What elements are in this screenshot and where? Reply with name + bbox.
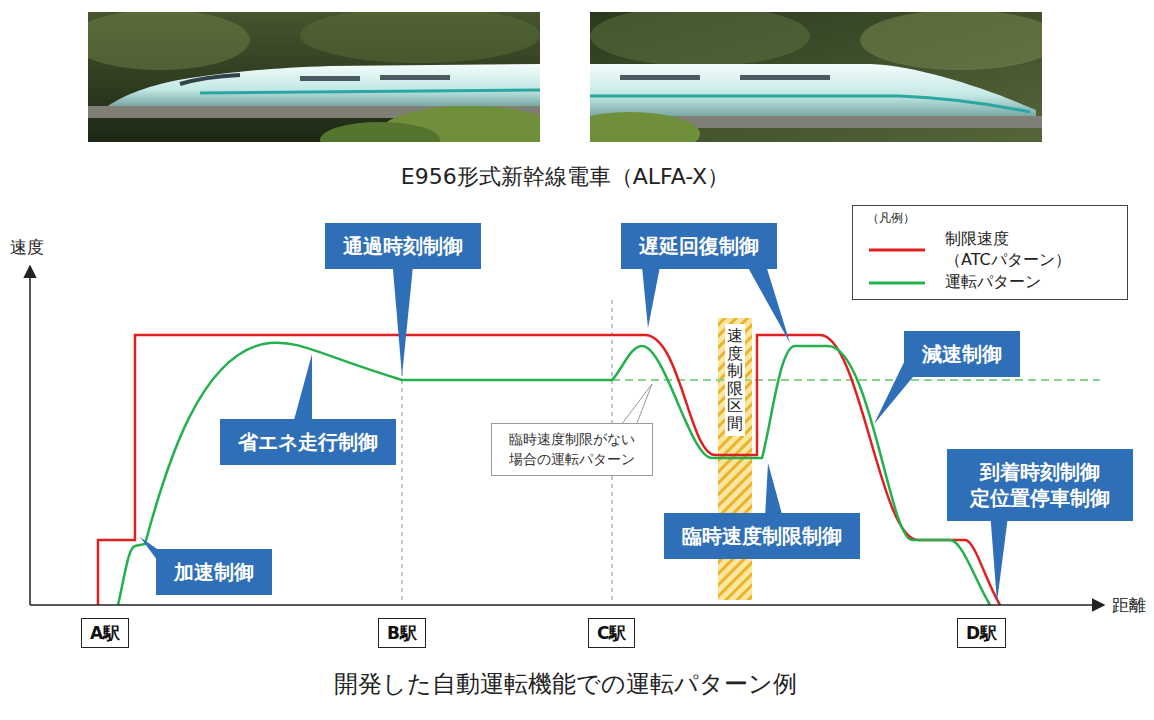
tree-blur <box>590 12 810 66</box>
legend-text: 運転パターン <box>945 272 1115 293</box>
callout-box: 加速制御 <box>156 549 272 595</box>
node-text: 臨時速度制限がない 場合の運転パターン <box>502 429 642 470</box>
station-box: B駅 <box>378 618 426 648</box>
x-axis <box>30 604 1104 606</box>
y-axis <box>29 266 31 605</box>
label: 距離 <box>1112 594 1146 617</box>
train-window <box>300 76 360 81</box>
atc-limit-line <box>98 335 1000 605</box>
legend-sample <box>867 273 927 293</box>
callout-box: 到着時刻制御 定位置停車制御 <box>947 449 1133 521</box>
label: 速度 <box>10 236 44 259</box>
legend-box: （凡例） 制限速度 （ATCパターン）運転パターン <box>852 205 1128 300</box>
train-window <box>380 75 450 80</box>
callout-box: 省エネ走行制御 <box>220 419 396 465</box>
label: E956形式新幹線電車（ALFA-X） <box>0 162 1130 192</box>
station-box: D駅 <box>957 618 1006 648</box>
train-body <box>590 64 1036 116</box>
legend-line <box>869 281 925 284</box>
station-box: A駅 <box>81 618 129 648</box>
node-text: 遅延回復制御 <box>639 233 759 259</box>
band-label: 速度制限区間 <box>725 324 745 436</box>
tree-blur <box>300 12 540 63</box>
legend-heading: （凡例） <box>867 210 1117 227</box>
train-window <box>740 75 830 80</box>
tree-blur <box>88 12 250 70</box>
node-text: B駅 <box>387 622 417 644</box>
node-text: 臨時速度制限制御 <box>682 523 842 549</box>
train-window <box>180 75 240 84</box>
node-text: 通過時刻制御 <box>343 233 463 259</box>
node-text: 到着時刻制御 定位置停車制御 <box>965 459 1115 511</box>
node-text: A駅 <box>90 622 120 644</box>
node-text: C駅 <box>597 622 626 644</box>
legend-head-slot: （凡例） <box>867 210 1117 227</box>
tree <box>590 112 700 142</box>
legend-line <box>869 248 925 251</box>
train-photo <box>590 12 1042 142</box>
train-stripe <box>200 90 540 93</box>
note-box: 臨時速度制限がない 場合の運転パターン <box>491 423 653 476</box>
callout-box: 減速制御 <box>904 331 1020 377</box>
caption: 開発した自動運転機能での運転パターン例 <box>0 668 1130 700</box>
train-body <box>108 64 540 106</box>
legend-row: 運転パターン <box>867 272 1117 293</box>
drive-pattern-line <box>118 343 990 605</box>
tree-blur <box>860 12 1042 70</box>
callout-box: 遅延回復制御 <box>621 223 777 269</box>
legend-sample <box>867 240 927 260</box>
callout-box: 臨時速度制限制御 <box>664 513 860 559</box>
station-box: C駅 <box>588 618 635 648</box>
legend-row: 制限速度 （ATCパターン） <box>867 229 1117 271</box>
train-window <box>620 75 700 80</box>
node-text: 省エネ走行制御 <box>238 429 378 455</box>
train-photo <box>88 12 540 142</box>
legend-text: 制限速度 （ATCパターン） <box>945 229 1115 271</box>
node-text: D駅 <box>966 622 997 644</box>
node-text: 加速制御 <box>174 559 254 585</box>
train-stripe <box>590 96 1030 112</box>
callout-box: 通過時刻制御 <box>325 223 481 269</box>
tree <box>320 122 440 142</box>
node-text: 減速制御 <box>922 341 1002 367</box>
